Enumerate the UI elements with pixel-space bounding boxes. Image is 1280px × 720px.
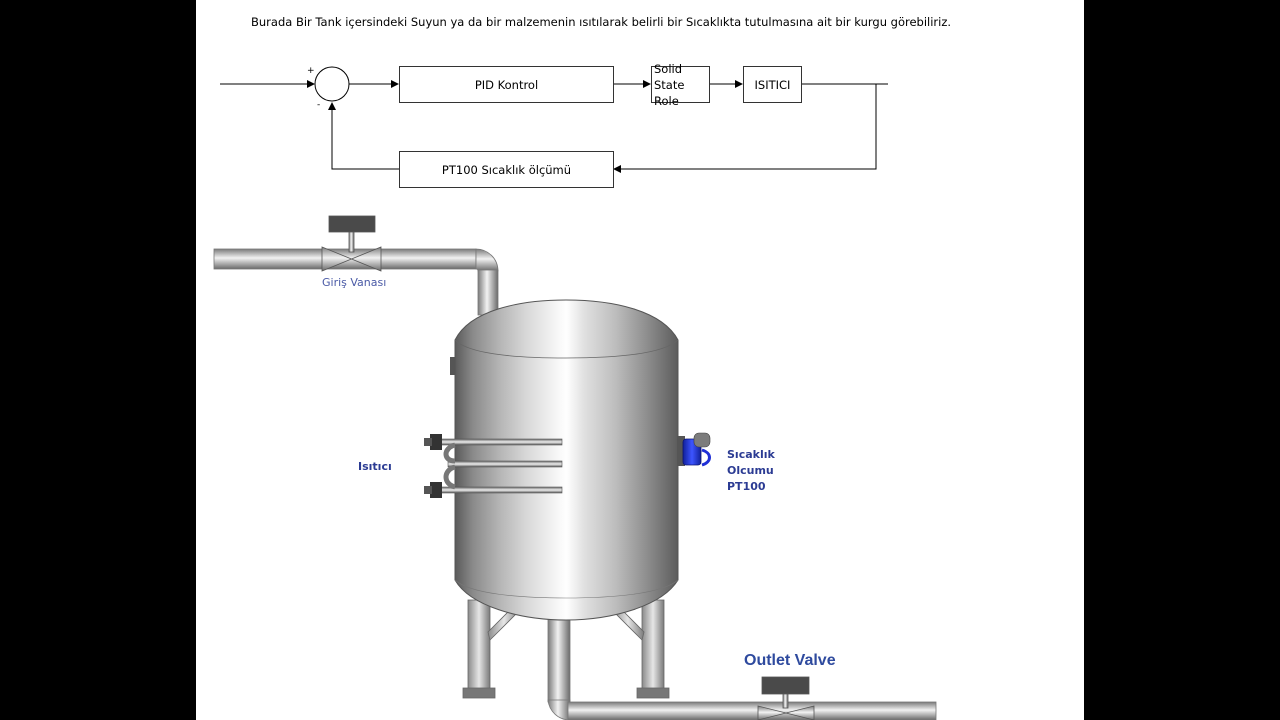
feedback-label: PT100 Sıcaklık ölçümü	[441, 162, 572, 177]
plus-sign: +	[307, 66, 315, 76]
inlet-valve-label: Giriş Vanası	[322, 276, 387, 289]
block-diagram-wires	[220, 66, 888, 173]
minus-sign: -	[317, 100, 321, 110]
outlet-valve-label: Outlet Valve	[744, 652, 836, 669]
heater-block-label: ISITICI	[754, 77, 791, 92]
caption-text: Burada Bir Tank içersindeki Suyun ya da …	[251, 15, 952, 29]
tank-body	[450, 299, 679, 621]
outlet-valve	[757, 676, 815, 720]
pt100-sensor	[677, 432, 711, 467]
ssr-label-line2: Role	[654, 93, 679, 108]
heater-block: ISITICI	[743, 66, 802, 103]
heater-element	[424, 434, 563, 498]
feedback-return-wire	[328, 102, 399, 170]
sensor-label-line2: Olcumu	[727, 464, 774, 477]
outlet-pipe	[547, 609, 937, 720]
heater-label: Isıtıcı	[358, 460, 392, 473]
tank-legs	[462, 599, 670, 699]
pid-label: PID Kontrol	[474, 77, 539, 92]
feedback-block: PT100 Sıcaklık ölçümü	[399, 151, 614, 188]
pid-control-block: PID Kontrol	[399, 66, 614, 103]
ssr-label-line1: Solid State	[654, 61, 685, 92]
inlet-valve	[321, 215, 382, 272]
feedback-wire	[613, 84, 877, 173]
sensor-label-line3: PT100	[727, 480, 766, 493]
ssr-block: Solid State Role	[651, 62, 710, 108]
sensor-label-line1: Sıcaklık	[727, 448, 775, 461]
